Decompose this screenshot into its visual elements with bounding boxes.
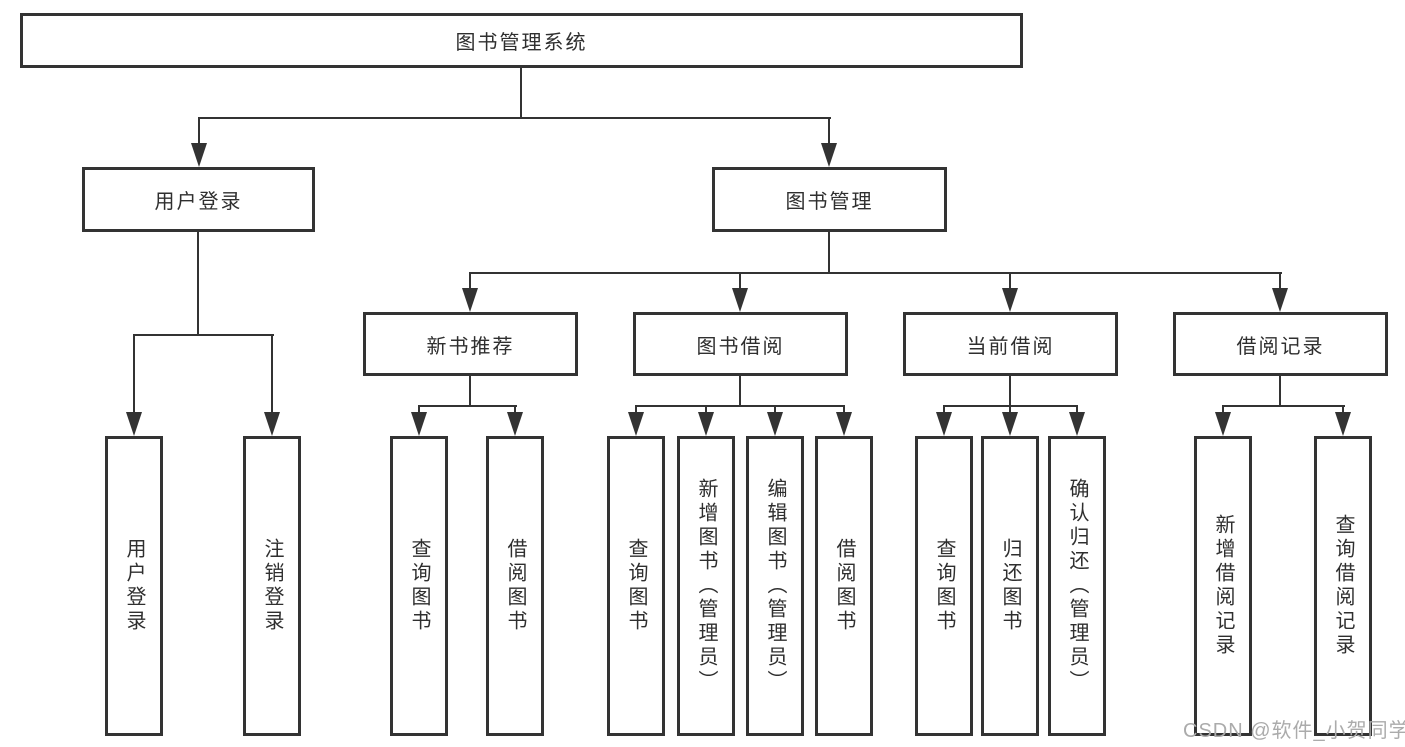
arrowhead-new-book: [462, 288, 478, 312]
node-borrow-label: 图书借阅: [696, 335, 785, 358]
leaf-records-add-label: 新增借阅记录: [1212, 514, 1234, 658]
connector-user-login-hline: [133, 334, 274, 336]
leaf-borrow-query: 查询图书: [607, 436, 665, 736]
csdn-watermark: CSDN @软件_小贺同学: [1183, 720, 1405, 742]
arrowhead-current: [1002, 288, 1018, 312]
connector-root-drop-right: [828, 117, 830, 147]
node-current-label: 当前借阅: [966, 335, 1055, 358]
node-borrow: 图书借阅: [633, 312, 848, 376]
leaf-records-query: 查询借阅记录: [1314, 436, 1372, 736]
node-book-management-label: 图书管理: [785, 191, 874, 213]
connector-new-book-hline: [418, 405, 517, 407]
arrowhead-borrow-leaf-3: [767, 412, 783, 436]
connector-records-stem: [1279, 376, 1281, 407]
node-user-login-label: 用户登录: [154, 191, 243, 213]
connector-borrow-drop-3: [774, 405, 776, 417]
connector-borrow-stem: [739, 376, 741, 407]
connector-book-mgmt-hline: [469, 272, 1282, 274]
connector-root-stem: [520, 67, 522, 118]
arrowhead-current-leaf-1: [936, 412, 952, 436]
node-new-book: 新书推荐: [363, 312, 578, 376]
arrowhead-borrow-leaf-1: [628, 412, 644, 436]
arrowhead-book-management: [821, 143, 837, 167]
connector-new-book-drop-2: [514, 405, 516, 417]
arrowhead-records-leaf-1: [1215, 412, 1231, 436]
leaf-user-login-label: 用户登录: [123, 538, 145, 634]
connector-records-drop-2: [1342, 405, 1344, 417]
node-book-management: 图书管理: [712, 167, 947, 232]
connector-borrow-drop-4: [843, 405, 845, 417]
connector-root-hline: [198, 117, 831, 119]
connector-new-book-stem: [469, 376, 471, 407]
leaf-new-book-query: 查询图书: [390, 436, 448, 736]
connector-new-book-drop-1: [418, 405, 420, 417]
connector-book-mgmt-drop-4: [1279, 272, 1281, 294]
connector-book-mgmt-drop-3: [1009, 272, 1011, 294]
connector-borrow-drop-2: [705, 405, 707, 417]
leaf-borrow-edit: 编辑图书（管理员）: [746, 436, 804, 736]
leaf-new-book-query-label: 查询图书: [408, 538, 430, 634]
arrowhead-borrow: [732, 288, 748, 312]
leaf-current-return: 归还图书: [981, 436, 1039, 736]
leaf-records-add: 新增借阅记录: [1194, 436, 1252, 736]
connector-book-mgmt-drop-1: [469, 272, 471, 294]
connector-current-drop-3: [1076, 405, 1078, 417]
arrowhead-user-login: [191, 143, 207, 167]
arrowhead-login-leaf-2: [264, 412, 280, 436]
arrowhead-new-book-leaf-1: [411, 412, 427, 436]
leaf-new-book-borrow-label: 借阅图书: [504, 538, 526, 634]
arrowhead-records-leaf-2: [1335, 412, 1351, 436]
leaf-new-book-borrow: 借阅图书: [486, 436, 544, 736]
leaf-records-query-label: 查询借阅记录: [1332, 514, 1354, 658]
node-root-label: 图书管理系统: [455, 32, 588, 54]
node-records-label: 借阅记录: [1236, 335, 1325, 358]
leaf-user-login: 用户登录: [105, 436, 163, 736]
leaf-borrow-edit-label: 编辑图书（管理员）: [764, 478, 786, 694]
node-root: 图书管理系统: [20, 13, 1023, 68]
connector-book-mgmt-drop-2: [739, 272, 741, 294]
connector-user-login-drop-1: [133, 334, 135, 416]
leaf-current-return-label: 归还图书: [999, 538, 1021, 634]
leaf-current-query-label: 查询图书: [933, 538, 955, 634]
connector-current-stem: [1009, 376, 1011, 407]
leaf-borrow-add: 新增图书（管理员）: [677, 436, 735, 736]
leaf-logout-label: 注销登录: [261, 538, 283, 634]
connector-user-login-stem: [197, 232, 199, 336]
arrowhead-login-leaf-1: [126, 412, 142, 436]
node-current: 当前借阅: [903, 312, 1118, 376]
connector-borrow-drop-1: [635, 405, 637, 417]
leaf-current-query: 查询图书: [915, 436, 973, 736]
leaf-borrow-add-label: 新增图书（管理员）: [695, 478, 717, 694]
node-records: 借阅记录: [1173, 312, 1388, 376]
connector-user-login-drop-2: [271, 334, 273, 416]
connector-borrow-hline: [635, 405, 845, 407]
node-new-book-label: 新书推荐: [426, 335, 515, 358]
connector-records-drop-1: [1222, 405, 1224, 417]
connector-root-drop-left: [198, 117, 200, 147]
leaf-borrow-query-label: 查询图书: [625, 538, 647, 634]
arrowhead-borrow-leaf-4: [836, 412, 852, 436]
leaf-current-confirm-label: 确认归还（管理员）: [1066, 478, 1088, 694]
leaf-borrow-borrow: 借阅图书: [815, 436, 873, 736]
leaf-current-confirm: 确认归还（管理员）: [1048, 436, 1106, 736]
connector-book-mgmt-stem: [828, 232, 830, 274]
connector-current-drop-2: [1009, 405, 1011, 417]
arrowhead-new-book-leaf-2: [507, 412, 523, 436]
arrowhead-records: [1272, 288, 1288, 312]
leaf-logout: 注销登录: [243, 436, 301, 736]
arrowhead-borrow-leaf-2: [698, 412, 714, 436]
arrowhead-current-leaf-2: [1002, 412, 1018, 436]
connector-current-drop-1: [943, 405, 945, 417]
node-user-login: 用户登录: [82, 167, 315, 232]
arrowhead-current-leaf-3: [1069, 412, 1085, 436]
connector-records-hline: [1222, 405, 1345, 407]
leaf-borrow-borrow-label: 借阅图书: [833, 538, 855, 634]
